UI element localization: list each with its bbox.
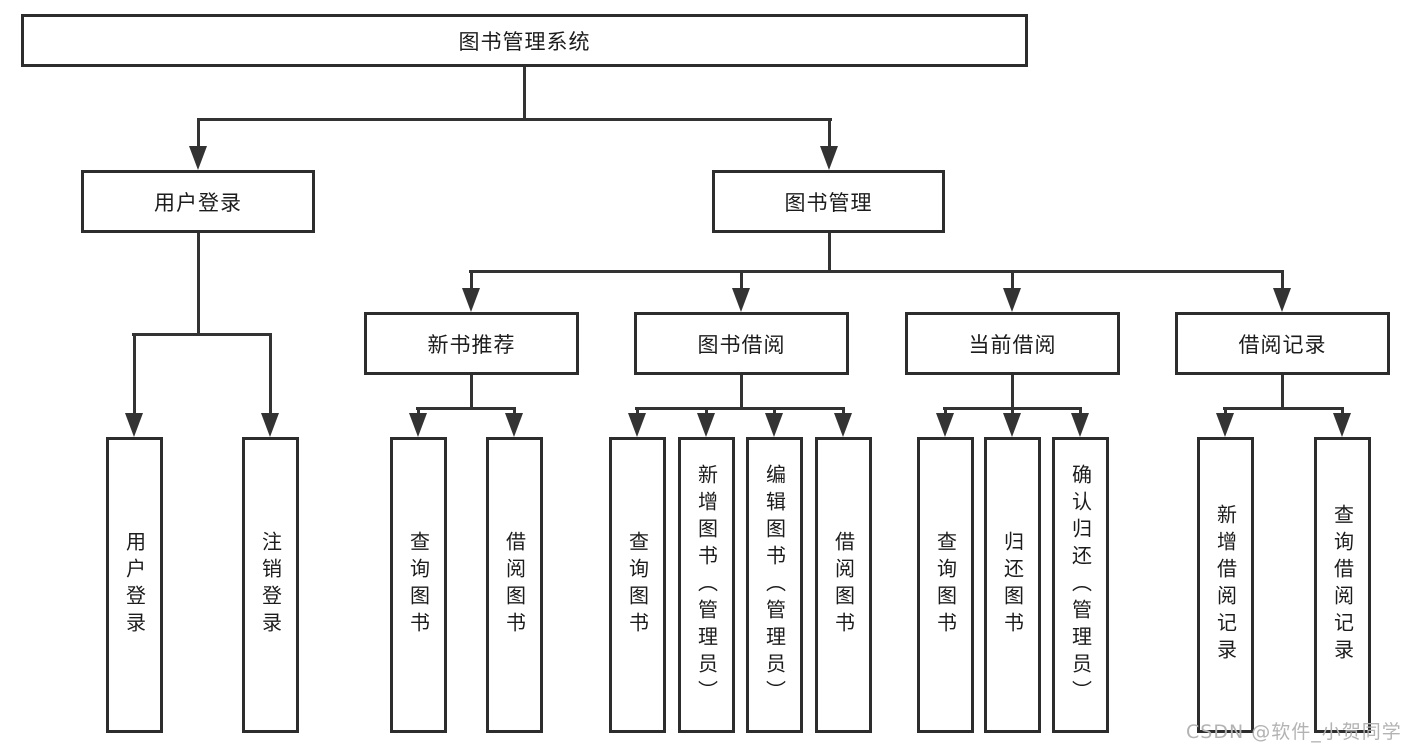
- arrow-down-icon: [505, 413, 523, 437]
- connector-hline: [132, 333, 272, 336]
- arrow-down-icon: [1003, 288, 1021, 312]
- connector-vline: [1011, 407, 1014, 413]
- connector-vline: [523, 67, 526, 118]
- connector-vline: [197, 233, 200, 333]
- arrow-down-icon: [1273, 288, 1291, 312]
- leaf-label: 查询图书: [406, 531, 431, 639]
- connector-vline: [269, 333, 272, 413]
- connector-vline: [740, 375, 743, 407]
- node-borrow-record: 借阅记录: [1175, 312, 1390, 375]
- connector-vline: [133, 333, 136, 413]
- leaf-label: 新增图书（管理员）: [694, 463, 719, 707]
- leaf-confirm-return-admin: 确认归还（管理员）: [1052, 437, 1109, 733]
- leaf-label: 借阅图书: [831, 531, 856, 639]
- leaf-query-borrow-record: 查询借阅记录: [1314, 437, 1371, 733]
- arrow-down-icon: [1333, 413, 1351, 437]
- node-label: 图书借阅: [697, 332, 786, 357]
- connector-hline: [469, 270, 1284, 273]
- connector-vline: [513, 407, 516, 413]
- arrow-down-icon: [732, 288, 750, 312]
- csdn-watermark: CSDN @软件_小贺同学: [1186, 721, 1402, 743]
- node-label: 借阅记录: [1238, 332, 1327, 357]
- node-book-borrow: 图书借阅: [634, 312, 849, 375]
- connector-vline: [773, 407, 776, 413]
- leaf-label: 编辑图书（管理员）: [762, 463, 787, 707]
- leaf-return-book: 归还图书: [984, 437, 1041, 733]
- connector-hline: [197, 118, 832, 121]
- connector-hline: [416, 407, 516, 410]
- arrow-down-icon: [462, 288, 480, 312]
- leaf-label: 归还图书: [1000, 531, 1025, 639]
- leaf-query-books-recommend: 查询图书: [390, 437, 447, 733]
- connector-hline: [1223, 407, 1344, 410]
- connector-vline: [1079, 407, 1082, 413]
- leaf-logout: 注销登录: [242, 437, 299, 733]
- node-label: 图书管理: [784, 190, 873, 215]
- node-current-borrow: 当前借阅: [905, 312, 1120, 375]
- arrow-down-icon: [820, 146, 838, 170]
- arrow-down-icon: [628, 413, 646, 437]
- leaf-query-books-current: 查询图书: [917, 437, 974, 733]
- connector-vline: [1011, 375, 1014, 407]
- arrow-down-icon: [409, 413, 427, 437]
- leaf-label: 用户登录: [122, 531, 147, 639]
- leaf-label: 确认归还（管理员）: [1068, 463, 1093, 707]
- node-label: 用户登录: [154, 190, 242, 215]
- arrow-down-icon: [1003, 413, 1021, 437]
- node-new-book-recommend: 新书推荐: [364, 312, 579, 375]
- arrow-down-icon: [697, 413, 715, 437]
- connector-vline: [1011, 270, 1014, 288]
- connector-vline: [197, 118, 200, 146]
- arrow-down-icon: [125, 413, 143, 437]
- leaf-label: 新增借阅记录: [1213, 504, 1238, 666]
- leaf-borrow-books-recommend: 借阅图书: [486, 437, 543, 733]
- arrow-down-icon: [834, 413, 852, 437]
- connector-hline: [635, 407, 845, 410]
- connector-vline: [944, 407, 947, 413]
- node-label: 当前借阅: [968, 332, 1057, 357]
- connector-vline: [828, 118, 831, 146]
- arrow-down-icon: [1216, 413, 1234, 437]
- arrow-down-icon: [765, 413, 783, 437]
- arrow-down-icon: [261, 413, 279, 437]
- node-label: 新书推荐: [427, 332, 516, 357]
- leaf-borrow-books-borrow: 借阅图书: [815, 437, 872, 733]
- arrow-down-icon: [936, 413, 954, 437]
- connector-vline: [842, 407, 845, 413]
- connector-vline: [636, 407, 639, 413]
- node-label: 图书管理系统: [458, 29, 591, 54]
- arrow-down-icon: [1071, 413, 1089, 437]
- connector-vline: [828, 233, 831, 270]
- connector-vline: [705, 407, 708, 413]
- leaf-user-login: 用户登录: [106, 437, 163, 733]
- arrow-down-icon: [189, 146, 207, 170]
- connector-vline: [470, 270, 473, 288]
- connector-vline: [470, 375, 473, 407]
- node-user-login: 用户登录: [81, 170, 315, 233]
- leaf-query-books-borrow: 查询图书: [609, 437, 666, 733]
- leaf-label: 查询图书: [625, 531, 650, 639]
- node-library-management-system: 图书管理系统: [21, 14, 1028, 67]
- leaf-label: 注销登录: [258, 531, 283, 639]
- connector-vline: [1281, 375, 1284, 407]
- connector-vline: [1224, 407, 1227, 413]
- leaf-label: 借阅图书: [502, 531, 527, 639]
- leaf-edit-book-admin: 编辑图书（管理员）: [746, 437, 803, 733]
- node-book-management: 图书管理: [712, 170, 945, 233]
- leaf-label: 查询借阅记录: [1330, 504, 1355, 666]
- connector-vline: [740, 270, 743, 288]
- connector-vline: [1341, 407, 1344, 413]
- leaf-label: 查询图书: [933, 531, 958, 639]
- leaf-add-borrow-record: 新增借阅记录: [1197, 437, 1254, 733]
- leaf-add-book-admin: 新增图书（管理员）: [678, 437, 735, 733]
- connector-vline: [1281, 270, 1284, 288]
- connector-vline: [417, 407, 420, 413]
